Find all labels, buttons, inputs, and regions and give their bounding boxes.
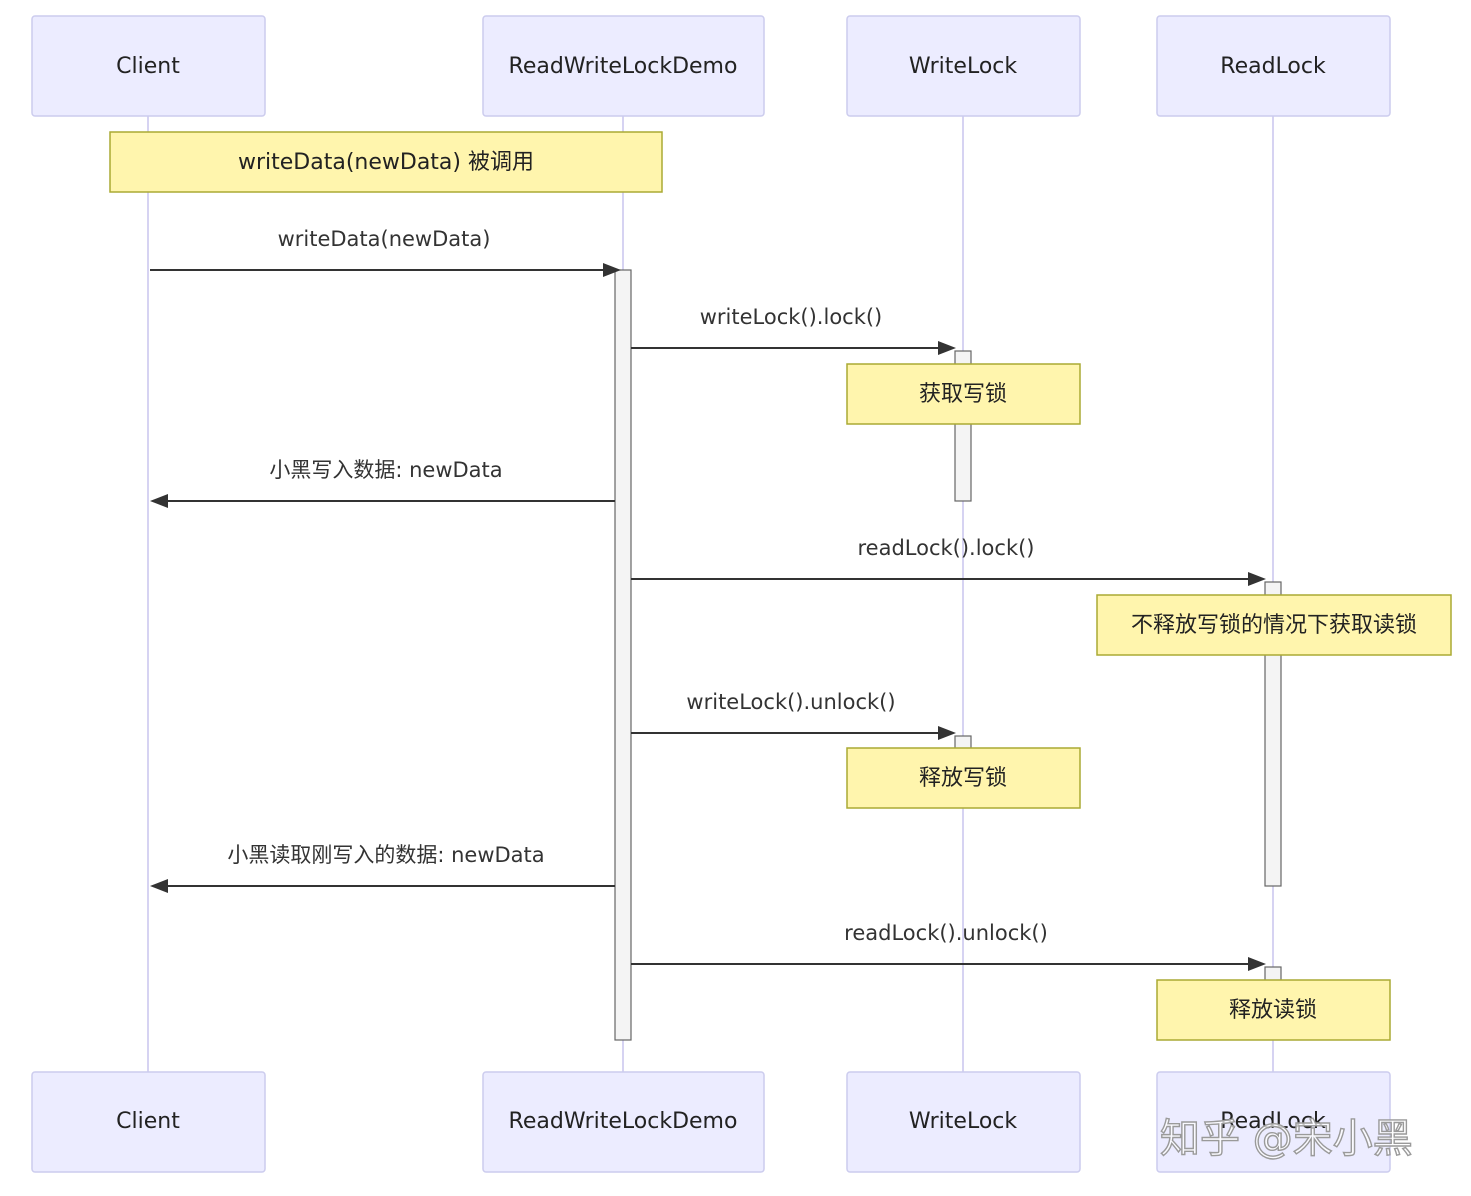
actor-bottom-writelock: WriteLock [846,1071,1081,1173]
actor-top-writelock: WriteLock [846,15,1081,117]
arrowhead-right-icon [1248,572,1266,586]
activation-demo [614,269,632,1041]
actor-label: WriteLock [909,1109,1018,1134]
actor-label: Client [116,1109,180,1134]
arrowhead-left-icon [150,494,168,508]
actor-label: ReadWriteLockDemo [509,54,738,79]
message-label: writeLock().unlock() [686,690,895,714]
note-write-called: writeData(newData) 被调用 [109,131,663,193]
note-release-read: 释放读锁 [1156,979,1391,1041]
message-label: 小黑写入数据: newData [269,458,502,482]
actor-bottom-readlock: ReadLock [1156,1071,1391,1173]
arrowhead-right-icon [938,341,956,355]
actor-bottom-demo: ReadWriteLockDemo [482,1071,765,1173]
message-writelock-unlock: writeLock().unlock() [631,690,956,740]
message-write-reply: 小黑写入数据: newData [150,458,615,508]
watermark: 知乎 @宋小黑 [1160,1116,1413,1162]
actor-top-client: Client [31,15,266,117]
arrowhead-left-icon [150,879,168,893]
message-label: writeData(newData) [278,227,491,251]
note-text: 释放读锁 [1229,998,1317,1023]
message-readlock-lock: readLock().lock() [631,536,1266,586]
actor-label: ReadLock [1220,54,1326,79]
message-write-data: writeData(newData) [150,227,621,277]
note-acquire-write: 获取写锁 [846,363,1081,425]
note-text: 不释放写锁的情况下获取读锁 [1131,613,1417,638]
message-writelock-lock: writeLock().lock() [631,305,956,355]
arrowhead-right-icon [603,263,621,277]
actor-label: ReadWriteLockDemo [509,1109,738,1134]
actor-top-demo: ReadWriteLockDemo [482,15,765,117]
actor-top-readlock: ReadLock [1156,15,1391,117]
arrowhead-right-icon [1248,957,1266,971]
note-release-write: 释放写锁 [846,747,1081,809]
note-text: 获取写锁 [919,382,1007,407]
actor-label: Client [116,54,180,79]
note-text: 释放写锁 [919,766,1007,791]
message-label: readLock().unlock() [844,921,1048,945]
activation-readlock-1 [1264,581,1282,887]
note-text: writeData(newData) 被调用 [238,150,534,175]
actor-label: ReadLock [1220,1109,1326,1134]
message-label: readLock().lock() [857,536,1034,560]
actor-label: WriteLock [909,54,1018,79]
message-read-reply: 小黑读取刚写入的数据: newData [150,843,615,893]
message-label: 小黑读取刚写入的数据: newData [227,843,544,867]
note-acquire-read: 不释放写锁的情况下获取读锁 [1096,594,1452,656]
arrowhead-right-icon [938,726,956,740]
message-label: writeLock().lock() [700,305,883,329]
message-readlock-unlock: readLock().unlock() [631,921,1266,971]
actor-bottom-client: Client [31,1071,266,1173]
